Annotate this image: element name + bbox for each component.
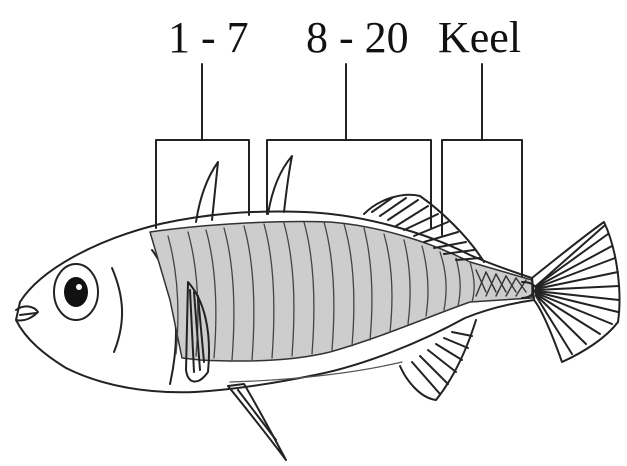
bracket-8-20: [267, 64, 431, 228]
dorsal-spine-2: [268, 156, 292, 214]
fish-cheek-line: [112, 268, 122, 352]
pelvic-spine: [228, 384, 286, 460]
lateral-plates-region: [150, 221, 532, 361]
dorsal-spine-1: [196, 162, 218, 222]
caudal-fin: [532, 222, 619, 362]
bracket-1-7: [156, 64, 249, 228]
